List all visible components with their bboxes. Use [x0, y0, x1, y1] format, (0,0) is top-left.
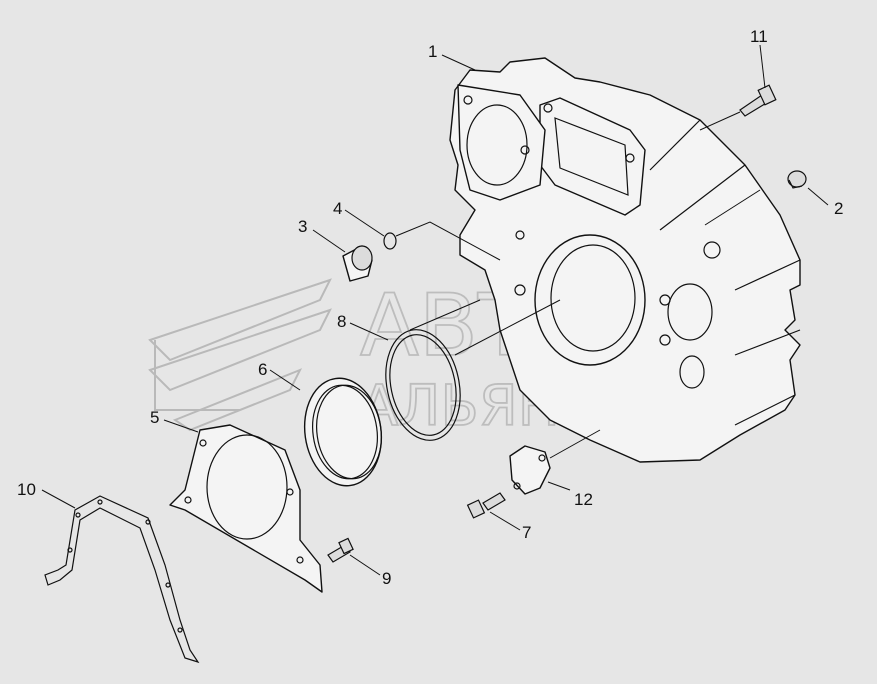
cap-part-3: [342, 245, 373, 282]
callout-6: 6: [258, 360, 267, 379]
callout-9: 9: [382, 569, 391, 588]
callout-11: 11: [750, 27, 768, 46]
flywheel-housing: [449, 57, 801, 463]
callout-3: 3: [298, 217, 307, 236]
cover-plate-part-12: [509, 445, 551, 495]
o-ring-part-8: [385, 329, 461, 441]
seal-part-6: [303, 377, 383, 487]
gasket-part-10: [44, 495, 200, 664]
callout-10: 10: [17, 480, 36, 499]
plug-part-2: [787, 170, 807, 189]
o-ring-part-4: [383, 232, 397, 250]
callout-2: 2: [834, 199, 843, 218]
seal-carrier-part-5: [169, 424, 323, 593]
bolt-part-11: [739, 84, 777, 117]
callout-8: 8: [337, 312, 346, 331]
leader-lines: [41, 44, 829, 576]
callout-4: 4: [333, 199, 342, 218]
callout-12: 12: [574, 490, 593, 509]
bolt-part-7: [466, 492, 506, 519]
bolt-part-9: [327, 537, 354, 563]
callout-5: 5: [150, 408, 159, 427]
callout-1: 1: [428, 42, 437, 61]
callout-7: 7: [522, 523, 531, 542]
callout-numbers: 1 2 3 4 5 6 7 8 9 10 11 12: [17, 27, 843, 588]
